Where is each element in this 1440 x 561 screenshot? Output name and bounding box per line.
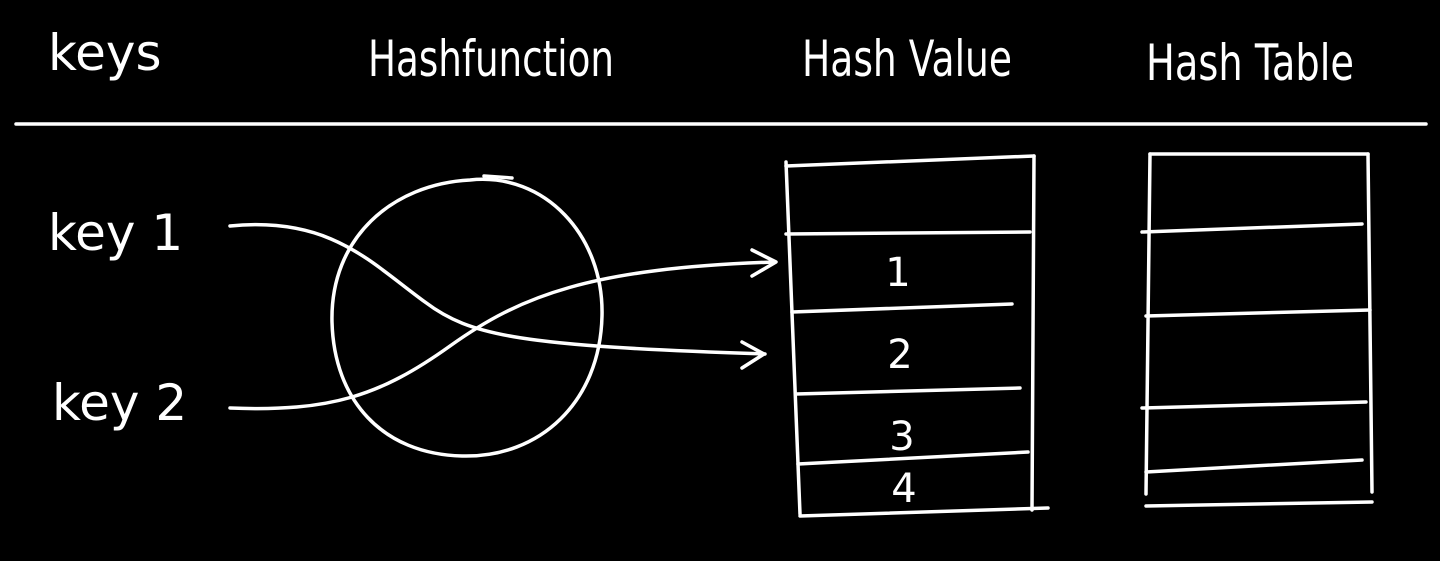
key-label-1: key 1: [48, 204, 183, 262]
hash-value-cell-1: 1: [885, 250, 910, 296]
hash-value-cell-4: 4: [891, 466, 916, 512]
hash-table-left-edge: [1144, 152, 1152, 496]
mapping-curve-key2: [228, 260, 777, 411]
hash-table-divider-4: [1144, 458, 1364, 474]
hash-table-divider-3: [1140, 400, 1368, 410]
hash-table-divider-2: [1144, 308, 1372, 318]
hash-table-bottom-edge: [1144, 500, 1374, 508]
hash-value-table-divider-3: [794, 386, 1022, 396]
header-hash-value: Hash Value: [802, 30, 1012, 88]
hash-value-table-left-edge: [784, 160, 802, 516]
hash-table-right-edge: [1366, 152, 1374, 494]
header-keys: keys: [48, 24, 162, 82]
arrowhead-to-value-1: [750, 248, 778, 278]
key-label-2: key 2: [52, 374, 187, 432]
header-hash-table: Hash Table: [1146, 34, 1354, 92]
hash-function-circle-tail: [482, 174, 514, 180]
hash-value-cell-2: 2: [887, 332, 912, 378]
hash-table: [1140, 152, 1374, 508]
hash-value-table-divider-2: [790, 302, 1014, 314]
hash-value-table-divider-4: [796, 450, 1030, 466]
hash-table-divider-1: [1140, 222, 1364, 234]
hash-value-table: 1 2 3 4: [784, 154, 1050, 518]
arrowhead-to-value-2: [740, 340, 766, 370]
hash-value-table-right-edge: [1030, 154, 1036, 512]
hash-value-cell-3: 3: [889, 414, 914, 460]
hash-value-table-bottom-edge: [798, 506, 1050, 518]
mapping-curve-key1: [228, 223, 767, 356]
hash-value-table-top-edge: [784, 154, 1036, 168]
header-hash-function: Hashfunction: [368, 30, 614, 88]
hash-function-circle: [330, 177, 604, 458]
hash-value-table-divider-1: [784, 230, 1032, 236]
